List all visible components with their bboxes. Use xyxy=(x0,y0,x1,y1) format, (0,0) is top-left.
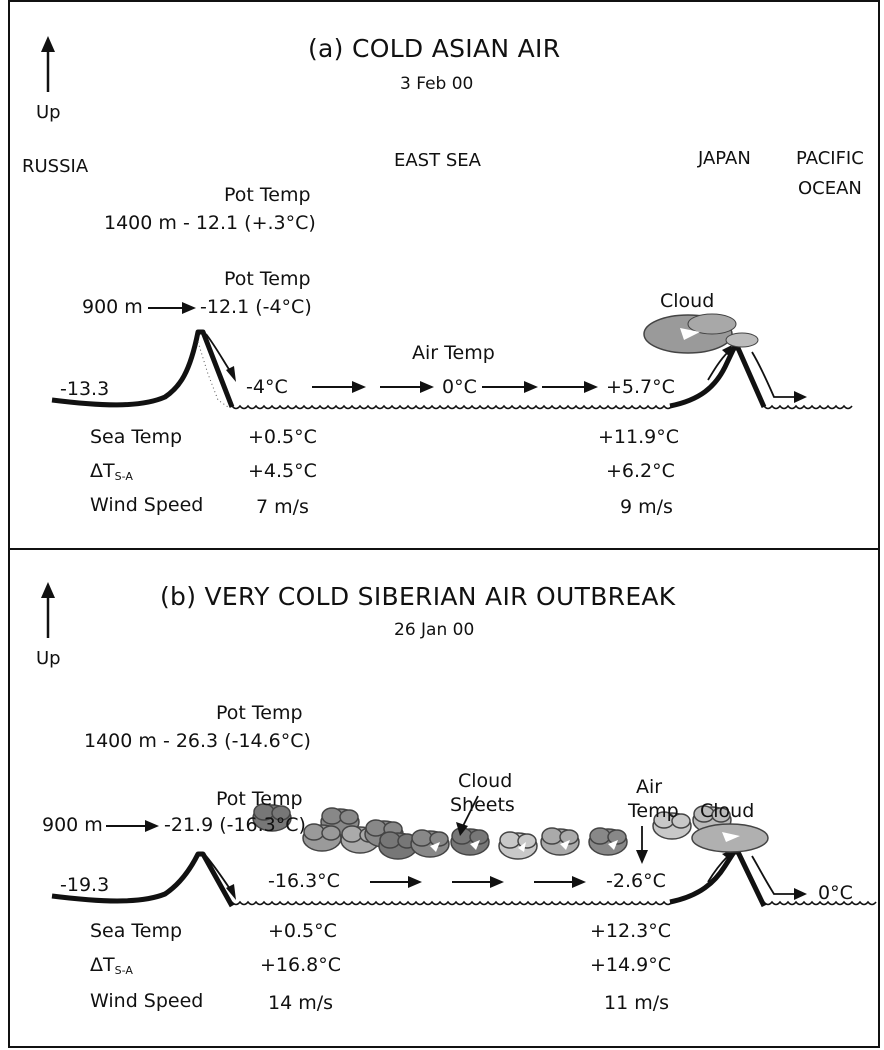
up-label: Up xyxy=(36,102,61,123)
russia-mountain xyxy=(51,329,235,408)
pot-temp-1400-label: Pot Temp xyxy=(224,184,311,206)
altitude-900-label: 900 m xyxy=(82,296,143,318)
panel-b: Up (b) VERY COLD SIBERIAN AIR OUTBREAK 2… xyxy=(8,548,880,1048)
wind-speed-label: Wind Speed xyxy=(90,494,204,516)
sea-temp-east: +12.3°C xyxy=(590,920,671,942)
panel-b-artwork xyxy=(41,582,877,908)
sea-temp-west: +0.5°C xyxy=(268,920,337,942)
air-temp-pacific: 0°C xyxy=(818,882,853,904)
sea-waves xyxy=(231,404,853,410)
region-pacific: PACIFIC xyxy=(796,148,864,169)
japan-mountain xyxy=(669,345,767,409)
air-temp-west: -16.3°C xyxy=(268,870,340,892)
russia-mountain xyxy=(51,851,235,908)
delta-t-east: +14.9°C xyxy=(590,954,671,976)
region-japan: JAPAN xyxy=(698,148,751,169)
delta-t-main: ΔT xyxy=(90,460,115,482)
delta-t-sub: S-A xyxy=(114,964,133,977)
pot-temp-900-value: -12.1 (-4°C) xyxy=(200,296,312,318)
air-flow-arrows xyxy=(312,381,598,393)
air-temp-west: -4°C xyxy=(246,376,288,398)
cloud-sheets-label-2: Sheets xyxy=(450,794,515,816)
air-temp-east: +5.7°C xyxy=(606,376,675,398)
sea-temp-east: +11.9°C xyxy=(598,426,679,448)
up-arrow-icon xyxy=(41,582,55,638)
delta-t-main: ΔT xyxy=(90,954,115,976)
altitude-900-label: 900 m xyxy=(42,814,103,836)
altitude-pointer-arrow xyxy=(106,820,159,832)
panel-a: Up (a) COLD ASIAN AIR 3 Feb 00 RUSSIA EA… xyxy=(8,0,880,550)
wind-speed-label: Wind Speed xyxy=(90,990,204,1012)
panel-a-title: (a) COLD ASIAN AIR xyxy=(308,34,561,63)
inland-temp: -13.3 xyxy=(60,378,110,400)
wind-speed-east: 11 m/s xyxy=(604,992,670,1014)
panel-a-artwork xyxy=(41,36,853,410)
air-flow-arrows xyxy=(370,876,586,888)
air-temp-label-2: Temp xyxy=(628,800,679,822)
delta-t-east: +6.2°C xyxy=(606,460,675,482)
panel-b-title: (b) VERY COLD SIBERIAN AIR OUTBREAK xyxy=(160,582,676,611)
sea-temp-west: +0.5°C xyxy=(248,426,317,448)
up-label: Up xyxy=(36,648,61,669)
cloud-label: Cloud xyxy=(660,290,715,312)
delta-t-west: +4.5°C xyxy=(248,460,317,482)
air-temp-label-1: Air xyxy=(636,776,663,798)
cloud-label: Cloud xyxy=(700,800,755,822)
pot-temp-1400-value: 1400 m - 12.1 (+.3°C) xyxy=(104,212,316,234)
region-east-sea: EAST SEA xyxy=(394,150,481,171)
delta-t-label: ΔTS-A xyxy=(90,460,133,483)
air-temp-label: Air Temp xyxy=(412,342,495,364)
inland-temp: -19.3 xyxy=(60,874,110,896)
wind-speed-west: 7 m/s xyxy=(256,496,309,518)
altitude-pointer-arrow xyxy=(148,302,196,314)
cloud-sheets-label-1: Cloud xyxy=(458,770,513,792)
pot-temp-900-label: Pot Temp xyxy=(216,788,303,810)
pot-temp-1400-value: 1400 m - 26.3 (-14.6°C) xyxy=(84,730,311,752)
region-ocean: OCEAN xyxy=(798,178,862,199)
pot-temp-1400-label: Pot Temp xyxy=(216,702,303,724)
cloud-over-japan-icon xyxy=(691,823,769,853)
wind-speed-east: 9 m/s xyxy=(620,496,673,518)
japan-mountain xyxy=(669,849,767,908)
sea-waves xyxy=(231,900,877,906)
delta-t-label: ΔTS-A xyxy=(90,954,133,977)
up-arrow-icon xyxy=(41,36,55,92)
delta-t-west: +16.8°C xyxy=(260,954,341,976)
pot-temp-900-value: -21.9 (-16.3°C) xyxy=(164,814,306,836)
pot-temp-900-label: Pot Temp xyxy=(224,268,311,290)
delta-t-sub: S-A xyxy=(114,470,133,483)
cloud-over-japan-icon xyxy=(643,313,759,354)
air-temp-east: -2.6°C xyxy=(606,870,666,892)
air-temp-mid: 0°C xyxy=(442,376,477,398)
sea-temp-label: Sea Temp xyxy=(90,426,183,448)
panel-b-date: 26 Jan 00 xyxy=(394,620,475,640)
panel-a-date: 3 Feb 00 xyxy=(400,74,474,94)
sea-temp-label: Sea Temp xyxy=(90,920,183,942)
wind-speed-west: 14 m/s xyxy=(268,992,334,1014)
region-russia: RUSSIA xyxy=(22,156,89,177)
